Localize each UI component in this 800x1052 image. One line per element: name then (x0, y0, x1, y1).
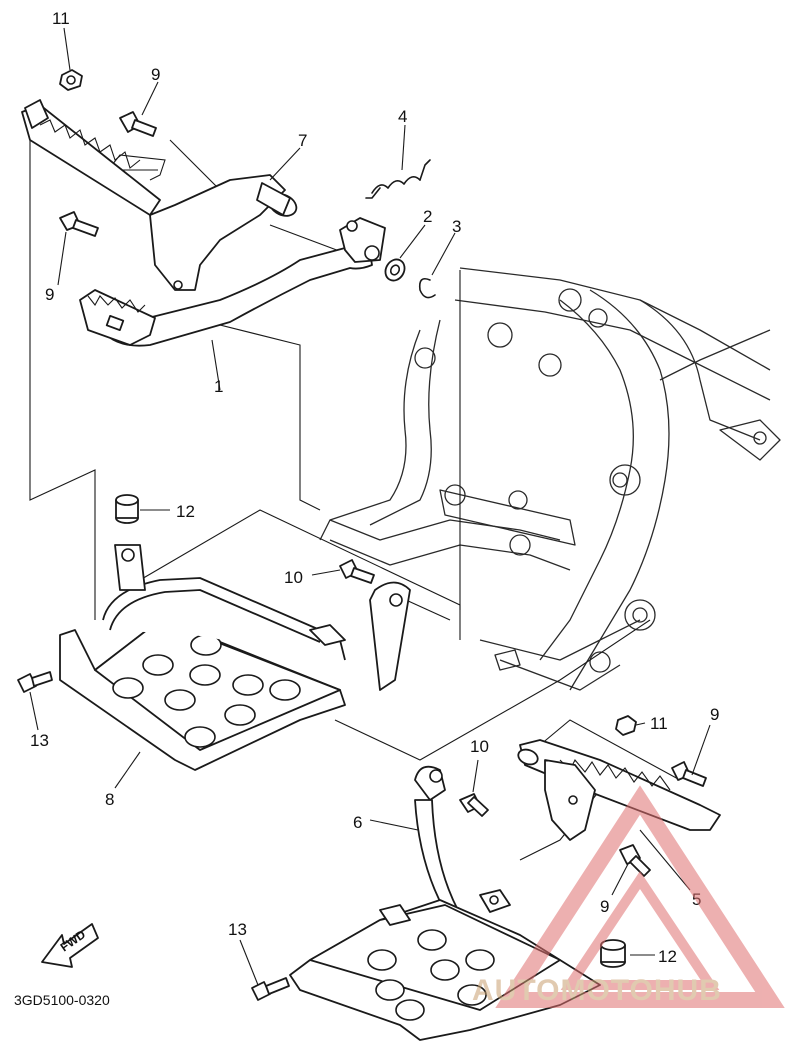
return-spring (365, 159, 431, 199)
watermark: AUTOMOTOHUB (472, 785, 785, 1008)
callout-9-top: 9 (151, 65, 160, 84)
callout-11-top: 11 (52, 9, 70, 28)
fasteners-top (59, 69, 157, 237)
callout-10-bottom: 10 (470, 737, 489, 756)
leader-lines (29, 27, 711, 986)
fasteners-skid-upper (17, 559, 375, 693)
callout-4: 4 (398, 107, 407, 126)
reference-lines (29, 139, 681, 861)
watermark-text: AUTOMOTOHUB (472, 974, 722, 1007)
callout-labels: 11 9 4 7 2 3 9 1 12 10 13 8 11 9 10 6 9 … (30, 9, 719, 966)
callout-9-right: 9 (710, 705, 719, 724)
callout-1: 1 (214, 377, 223, 396)
callout-9-left: 9 (45, 285, 54, 304)
callout-13-bottom: 13 (228, 920, 247, 939)
callout-2: 2 (423, 207, 432, 226)
skid-plate-upper (59, 544, 411, 771)
callout-10-top: 10 (284, 568, 303, 587)
washer-and-clip (384, 258, 436, 299)
fwd-arrow: FWD (41, 923, 99, 968)
footrest-bracket-left (111, 154, 298, 291)
callout-7: 7 (298, 131, 307, 150)
callout-9-bottom: 9 (600, 897, 609, 916)
rubber-damper-upper (115, 494, 139, 524)
callout-12-top: 12 (176, 502, 195, 521)
callout-3: 3 (452, 217, 461, 236)
callout-6: 6 (353, 813, 362, 832)
callout-13-top: 13 (30, 731, 49, 750)
footpeg-left (21, 99, 161, 216)
diagram-code: 3GD5100-0320 (14, 992, 110, 1008)
motorcycle-frame (319, 267, 781, 691)
callout-12-bottom: 12 (658, 947, 677, 966)
rubber-damper-lower (600, 939, 626, 968)
footpeg-right (517, 715, 721, 877)
brake-pedal (79, 217, 386, 347)
callout-11-right: 11 (650, 714, 668, 733)
callout-8: 8 (105, 790, 114, 809)
